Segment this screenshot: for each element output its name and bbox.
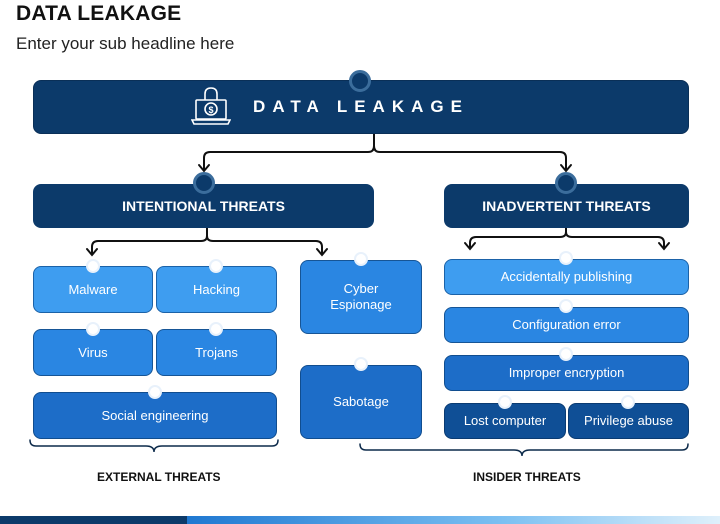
cyber-espionage-box: Cyber Espionage <box>300 260 422 334</box>
malware-dot <box>86 259 100 273</box>
hacking-box: Hacking <box>156 266 277 313</box>
configuration-error-dot <box>559 299 573 313</box>
virus-box: Virus <box>33 329 153 376</box>
arrow-insider <box>316 248 328 257</box>
configuration-error-label: Configuration error <box>512 317 621 332</box>
cyber-espionage-label: Cyber Espionage <box>330 281 392 312</box>
intentional-threats-label: INTENTIONAL THREATS <box>122 198 285 214</box>
footer-accent-bar <box>0 516 720 524</box>
malware-box: Malware <box>33 266 153 313</box>
connector-intentional-right <box>206 235 323 255</box>
inadvertent-threats-box: INADVERTENT THREATS <box>444 184 689 228</box>
social-engineering-dot <box>148 385 162 399</box>
external-threats-label: EXTERNAL THREATS <box>97 470 221 484</box>
lost-computer-label: Lost computer <box>463 413 547 428</box>
brace-insider <box>359 443 689 457</box>
sabotage-box: Sabotage <box>300 365 422 439</box>
trojans-dot <box>209 322 223 336</box>
svg-text:$: $ <box>208 105 213 115</box>
main-heading-box: DATA LEAKAGE <box>33 80 689 134</box>
inadvertent-threats-label: INADVERTENT THREATS <box>482 198 651 214</box>
insider-threats-label: INSIDER THREATS <box>473 470 581 484</box>
trojans-box: Trojans <box>156 329 277 376</box>
intentional-connector-dot <box>193 172 215 194</box>
hacking-label: Hacking <box>193 281 240 297</box>
social-engineering-label: Social engineering <box>101 407 209 423</box>
arrow-external <box>86 248 98 257</box>
inadvertent-connector-dot <box>555 172 577 194</box>
social-engineering-box: Social engineering <box>33 392 277 439</box>
improper-encryption-label: Improper encryption <box>508 365 625 380</box>
malware-label: Malware <box>68 281 118 297</box>
page-title: DATA LEAKAGE <box>16 2 182 25</box>
privilege-abuse-box: Privilege abuse <box>568 403 689 439</box>
page-subtitle: Enter your sub headline here <box>16 34 235 53</box>
sabotage-label: Sabotage <box>333 394 389 409</box>
virus-dot <box>86 322 100 336</box>
privilege-abuse-dot <box>621 395 635 409</box>
connector-main-split <box>203 133 375 171</box>
arrow-left-cat <box>198 164 210 173</box>
privilege-abuse-label: Privilege abuse <box>584 413 673 428</box>
trojans-label: Trojans <box>195 344 238 360</box>
improper-encryption-dot <box>559 347 573 361</box>
connector-intentional-split <box>91 227 208 255</box>
sabotage-dot <box>354 357 368 371</box>
main-heading-label: DATA LEAKAGE <box>253 97 469 116</box>
brace-external <box>29 439 279 453</box>
arrow-inadvertent-left <box>464 242 476 251</box>
accidentally-publishing-box: Accidentally publishing <box>444 259 689 295</box>
arrow-right-cat <box>560 164 572 173</box>
configuration-error-box: Configuration error <box>444 307 689 343</box>
lock-laptop-icon: $ <box>191 87 231 125</box>
accidentally-publishing-label: Accidentally publishing <box>500 269 633 284</box>
connector-inadvertent-right <box>565 231 665 249</box>
arrow-inadvertent-right <box>658 242 670 251</box>
lost-computer-dot <box>498 395 512 409</box>
hacking-dot <box>209 259 223 273</box>
connector-inadvertent-split <box>469 227 567 249</box>
connector-main-right <box>373 145 567 171</box>
virus-label: Virus <box>78 344 108 360</box>
accidentally-publishing-dot <box>559 251 573 265</box>
cyber-espionage-dot <box>354 252 368 266</box>
main-connector-dot <box>349 70 371 92</box>
lost-computer-box: Lost computer <box>444 403 566 439</box>
